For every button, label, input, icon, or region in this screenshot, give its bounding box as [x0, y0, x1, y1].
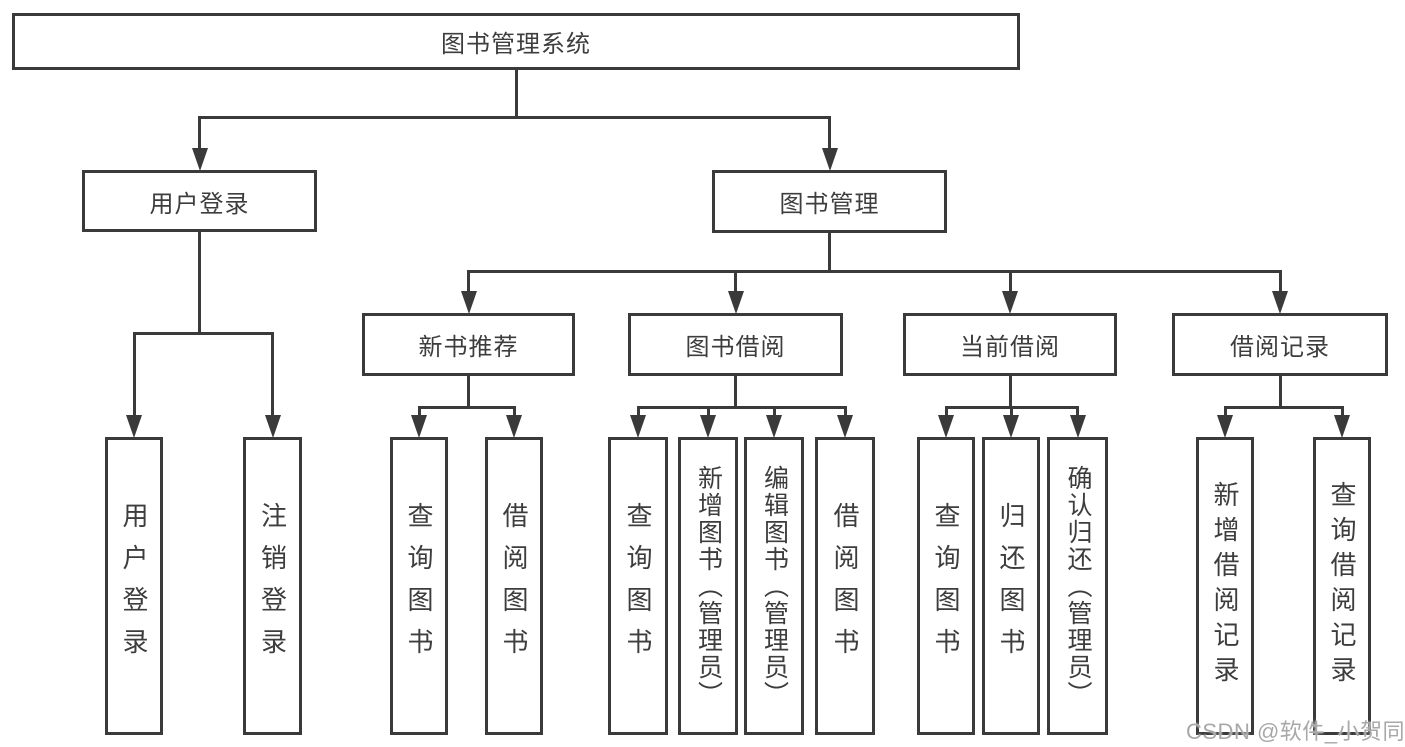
connector-line [734, 376, 737, 407]
connector-line [512, 407, 516, 418]
diagram-node-user-login: 用户登录 [82, 170, 317, 232]
arrow-down-icon [264, 415, 281, 438]
connector-line [706, 407, 710, 418]
diagram-node-leaf-user-login: 用户登录 [105, 437, 163, 735]
connector-line [1278, 376, 1282, 407]
diagram-node-leaf-query-record: 查询借阅记录 [1313, 437, 1371, 735]
connector-line [467, 271, 470, 294]
arrow-down-icon [506, 415, 522, 438]
arrow-down-icon [700, 415, 716, 438]
connector-line [843, 407, 847, 418]
connector-line [132, 333, 136, 418]
connector-line [1223, 405, 1344, 409]
node-label: 注销登录 [257, 502, 288, 670]
diagram-node-leaf-borrow-book-b: 借阅图书 [815, 437, 875, 735]
connector-line [1008, 271, 1012, 294]
arrow-down-icon [1217, 415, 1233, 438]
diagram-node-leaf-borrow-book-a: 借阅图书 [485, 437, 543, 735]
node-label: 新增图书（管理员） [694, 464, 723, 708]
node-label: 当前借阅 [960, 334, 1060, 361]
node-label: 查询图书 [404, 502, 434, 670]
diagram-node-book-borrow: 图书借阅 [628, 313, 843, 376]
arrow-down-icon [1272, 291, 1288, 314]
diagram-node-leaf-edit-book: 编辑图书（管理员） [744, 437, 804, 735]
connector-line [828, 117, 831, 151]
connector-line [198, 117, 201, 151]
arrow-down-icon [766, 415, 782, 438]
node-label: 查询借阅记录 [1327, 481, 1357, 691]
arrow-down-icon [126, 415, 142, 438]
connector-line [271, 333, 274, 418]
node-label: 图书管理 [779, 191, 880, 218]
arrow-down-icon [1003, 415, 1019, 438]
arrow-down-icon [837, 415, 853, 438]
connector-line [1009, 407, 1013, 418]
connector-line [514, 70, 518, 117]
connector-line [1278, 271, 1282, 294]
diagram-node-root: 图书管理系统 [12, 13, 1020, 70]
diagram-node-leaf-query-book-c: 查询图书 [917, 437, 975, 735]
diagram-node-leaf-query-book-a: 查询图书 [390, 437, 448, 735]
arrow-down-icon [821, 148, 838, 171]
arrow-down-icon [1002, 291, 1018, 314]
diagram-node-borrow-records: 借阅记录 [1172, 313, 1388, 376]
diagram-node-current-borrow: 当前借阅 [903, 313, 1117, 376]
diagram-node-leaf-query-book-b: 查询图书 [608, 437, 668, 735]
node-label: 新增借阅记录 [1210, 481, 1240, 691]
node-label: 编辑图书（管理员） [760, 464, 789, 708]
node-label: 图书管理系统 [441, 31, 591, 58]
node-label: 查询图书 [623, 502, 653, 670]
node-label: 用户登录 [149, 190, 250, 218]
csdn-watermark: CSDN @软件_小贺同学 [1186, 719, 1405, 744]
node-label: 用户登录 [119, 502, 149, 670]
connector-line [467, 376, 470, 407]
node-label: 确认归还（管理员） [1064, 464, 1092, 708]
connector-line [417, 405, 516, 409]
arrow-down-icon [630, 415, 646, 438]
arrow-down-icon [938, 415, 954, 438]
arrow-down-icon [727, 291, 744, 314]
connector-line [944, 407, 948, 418]
diagram-node-leaf-return-book: 归还图书 [982, 437, 1040, 735]
arrow-down-icon [460, 291, 477, 314]
connector-line [1008, 376, 1012, 407]
node-label: 借阅图书 [499, 502, 529, 670]
arrow-down-icon [1069, 415, 1086, 438]
diagram-node-leaf-confirm-return: 确认归还（管理员） [1047, 437, 1108, 735]
connector-line [734, 271, 737, 294]
connector-line [1340, 407, 1344, 418]
connector-line [1076, 407, 1079, 418]
connector-line [636, 405, 847, 409]
node-label: 归还图书 [996, 502, 1026, 670]
connector-line [636, 407, 640, 418]
node-label: 借阅记录 [1230, 334, 1330, 361]
connector-line [828, 233, 831, 271]
connector-line [417, 407, 421, 418]
diagram-node-leaf-logout: 注销登录 [243, 437, 302, 735]
diagram-node-leaf-add-record: 新增借阅记录 [1196, 437, 1254, 735]
node-label: 借阅图书 [830, 502, 860, 670]
connector-line [132, 331, 274, 335]
arrow-down-icon [1334, 415, 1350, 438]
diagram-node-leaf-add-book: 新增图书（管理员） [678, 437, 738, 735]
connector-line [772, 407, 776, 418]
diagram-node-new-book-rec: 新书推荐 [362, 313, 575, 376]
diagram-node-book-mgmt: 图书管理 [712, 170, 947, 233]
node-label: 新书推荐 [418, 334, 519, 361]
connector-line [1223, 407, 1227, 418]
connector-line [198, 232, 201, 333]
connector-line [198, 115, 831, 119]
node-label: 查询图书 [931, 502, 961, 670]
connector-line [467, 269, 1282, 273]
arrow-down-icon [411, 415, 427, 438]
arrow-down-icon [191, 148, 208, 171]
node-label: 图书借阅 [685, 334, 786, 361]
